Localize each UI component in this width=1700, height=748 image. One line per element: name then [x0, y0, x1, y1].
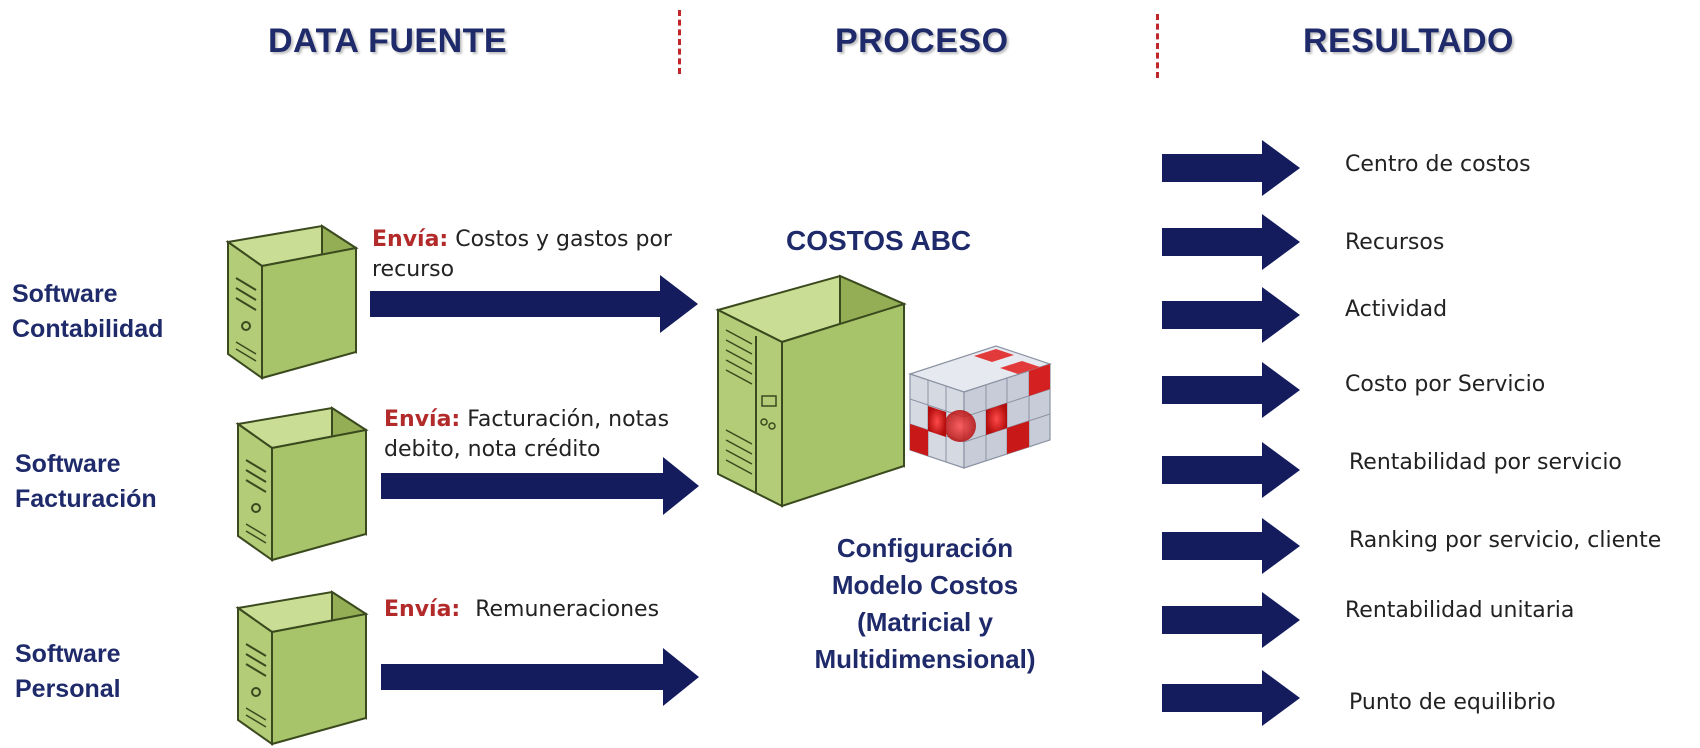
result-costo-por-servicio: Costo por Servicio [1345, 372, 1546, 397]
arrow-icon [1162, 214, 1300, 270]
header-data-fuente: DATA FUENTE [268, 22, 508, 60]
arrow-icon [1162, 362, 1300, 418]
arrow-icon [1162, 287, 1300, 343]
source-label-facturacion: Software Facturación [15, 447, 157, 517]
server-icon [225, 224, 359, 380]
server-icon [235, 590, 369, 746]
column-divider-left [678, 10, 681, 74]
arrow-icon [381, 648, 699, 706]
result-rentabilidad-por-servicio: Rentabilidad por servicio [1349, 450, 1622, 475]
source-label-line: Contabilidad [12, 315, 164, 343]
result-ranking-por-servicio: Ranking por servicio, cliente [1349, 528, 1662, 553]
send-description: Remuneraciones [475, 597, 660, 622]
mainframe-server-icon [715, 274, 907, 508]
caption-line: (Matricial y [857, 607, 993, 637]
arrow-icon [1162, 518, 1300, 574]
column-divider-right [1156, 14, 1159, 78]
server-icon [235, 406, 369, 562]
caption-line: Multidimensional) [814, 644, 1036, 674]
send-description: Costos y gastos por recurso [372, 227, 672, 282]
source-label-line: Software [15, 450, 121, 478]
send-key: Envía: [384, 597, 461, 622]
result-centro-de-costos: Centro de costos [1345, 152, 1531, 177]
source-label-personal: Software Personal [15, 637, 121, 707]
result-actividad: Actividad [1345, 297, 1448, 322]
source-label-line: Facturación [15, 485, 157, 513]
caption-line: Configuración [836, 533, 1014, 563]
olap-cube-icon [908, 345, 1052, 469]
send-text-personal: Envía: Remuneraciones [384, 595, 714, 625]
send-text-facturacion: Envía: Facturación, notas debito, nota c… [384, 405, 694, 465]
result-recursos: Recursos [1345, 230, 1445, 255]
source-label-line: Personal [15, 675, 121, 703]
process-title: COSTOS ABC [786, 225, 972, 256]
arrow-icon [381, 457, 699, 515]
header-resultado: RESULTADO [1303, 22, 1515, 60]
arrow-icon [1162, 592, 1300, 648]
send-text-contabilidad: Envía: Costos y gastos por recurso [372, 225, 702, 285]
arrow-icon [370, 275, 698, 333]
source-label-contabilidad: Software Contabilidad [12, 277, 163, 347]
send-description: Facturación, notas debito, nota crédito [384, 407, 670, 462]
header-proceso: PROCESO [835, 22, 1009, 60]
arrow-icon [1162, 442, 1300, 498]
arrow-icon [1162, 670, 1300, 726]
result-rentabilidad-unitaria: Rentabilidad unitaria [1345, 598, 1575, 623]
source-label-line: Software [12, 280, 118, 308]
result-punto-de-equilibrio: Punto de equilibrio [1349, 690, 1556, 715]
process-caption: Configuración Modelo Costos (Matricial y… [780, 530, 1070, 678]
source-label-line: Software [15, 640, 121, 668]
caption-line: Modelo Costos [831, 570, 1019, 600]
send-key: Envía: [384, 407, 461, 432]
arrow-icon [1162, 140, 1300, 196]
send-key: Envía: [372, 227, 449, 252]
